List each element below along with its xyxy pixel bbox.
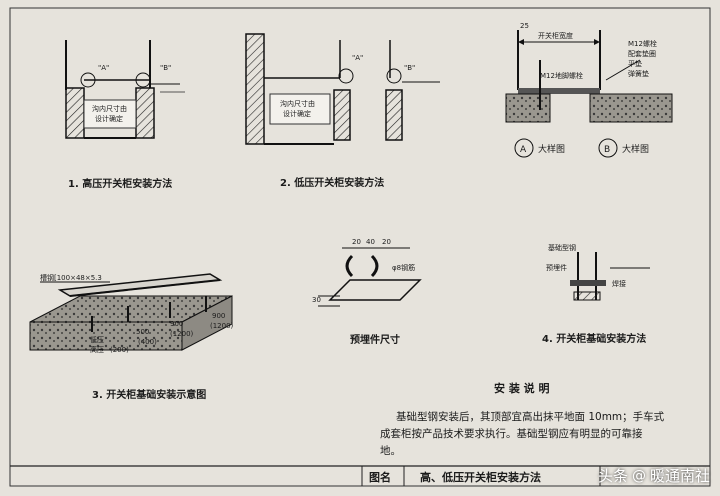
fig3-high-label: 高压 [90,345,104,354]
fig3-dim-1: 900 [170,320,183,328]
fig4-flat-gasket: 平垫 [628,59,642,68]
title-block-name-label: 图名 [369,470,391,484]
detail-b-text: 大样图 [622,143,649,155]
fig3-channel-label: 槽钢[100×48×5.3 [40,273,102,282]
fig3-dim-2: (200) [110,346,129,354]
fig4-spring-washer: 弹簧垫 [628,69,649,78]
fig1-note-line1: 沟内尺寸由 [92,104,127,113]
fig2-note-line2: 设计确定 [283,109,311,118]
fig1-note-line2: 设计确定 [95,114,123,123]
fig1-label-a: "A" [98,64,109,72]
fig4-m12-anchor: M12地脚螺栓 [540,71,583,80]
fig5-dim-side: 30 [312,296,321,304]
detail-a-letter: A [520,145,527,155]
sheet-border [9,7,711,487]
fig5-dim3: 20 [382,238,391,246]
fig3-dim-3: (400) [138,338,157,346]
watermark: 头条@暖通南社 [598,465,710,486]
fig5-caption: 预埋件尺寸 [350,333,400,346]
fig3-caption: 3. 开关柜基础安装示意图 [92,388,206,401]
fig1-caption: 1. 高压开关柜安装方法 [68,177,172,190]
fig2-label-a: "A" [352,54,363,62]
fig2-label-b: "B" [404,64,415,72]
fig5-dim1: 20 [352,238,361,246]
title-block-drawing-name: 高、低压开关柜安装方法 [420,470,541,484]
fig3-foundation-diagram [29,273,233,351]
fig2-low-voltage-diagram [245,33,440,145]
notes-line1: 基础型钢安装后，其顶部宜高出抹平地面 10mm；手车式 [396,410,665,423]
fig3-low-label: 低压 [90,335,104,344]
fig4-caption: 4. 开关柜基础安装方法 [542,332,646,345]
fig5-embedded-part-diagram [318,247,422,307]
fig4-flat-washer: 配套垫圈 [628,49,656,58]
notes-line2: 成套柜按产品技术要求执行。基础型钢应有明显的可靠接 [380,427,643,440]
detail-b-circle [598,138,618,158]
fig4-base-steel: 基础型钢 [548,243,576,252]
fig4-detail-bottom [570,252,650,301]
fig2-note-line1: 沟内尺寸由 [280,99,315,108]
fig3-dim-0: 500 [136,328,149,336]
watermark-name: 暖通南社 [649,467,710,485]
watermark-at: @ [631,467,646,484]
notes-line3: 地。 [380,444,401,457]
fig5-rebar: φ8钢筋 [392,263,415,272]
fig4-embedded: 预埋件 [546,263,567,272]
fig2-caption: 2. 低压开关柜安装方法 [280,176,384,189]
fig4-detail-top [505,30,673,123]
fig3-dim-5: 900 [212,312,225,320]
detail-a-circle [514,138,534,158]
detail-a-text: 大样图 [538,143,565,155]
fig5-dim2: 40 [366,238,375,246]
notes-title: 安 装 说 明 [494,381,550,395]
fig4-width-label: 开关柜宽度 [538,31,573,40]
fig4-dim-25: 25 [520,22,529,30]
fig1-label-b: "B" [160,64,171,72]
watermark-prefix: 头条 [597,467,628,485]
fig4-weld: 焊接 [612,279,626,288]
title-block [10,465,710,486]
fig3-dim-4: (1200) [170,330,194,338]
fig3-dim-6: (1200) [210,322,234,330]
fig4-m12-bolt: M12螺栓 [628,39,657,48]
fig1-high-voltage-diagram [65,40,185,139]
detail-b-letter: B [604,145,610,155]
